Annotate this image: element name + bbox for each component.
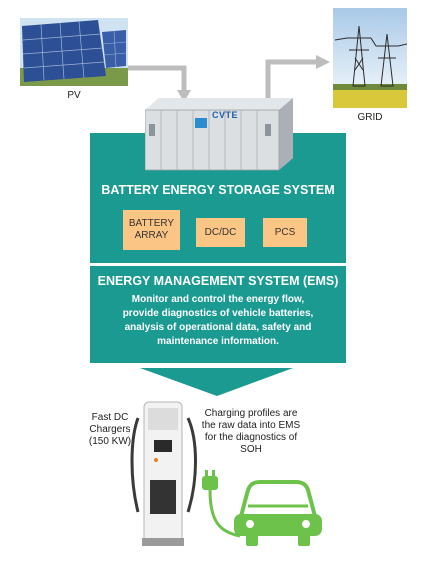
grid-tower-image	[333, 8, 407, 108]
ems-line-3: analysis of operational data, safety and	[124, 322, 312, 333]
headlight-left-icon	[246, 520, 254, 528]
charger-line-1: Fast DC	[91, 412, 129, 423]
plug-icon	[202, 470, 218, 490]
ems-line-1: Monitor and control the energy flow,	[131, 294, 305, 305]
battery-array-line1: BATTERY	[128, 218, 175, 229]
down-arrow-icon	[140, 368, 293, 396]
ems-line-2: provide diagnostics of vehicle batteries…	[122, 308, 314, 319]
pcs-module: PCS	[263, 218, 307, 247]
ems-to-charger-arrow	[140, 368, 293, 396]
ems-description: Monitor and control the energy flow, pro…	[96, 293, 340, 349]
wheel-right-icon	[298, 534, 310, 546]
grid-label: GRID	[357, 112, 383, 123]
charger-label: Fast DC Chargers (150 KW)	[80, 412, 140, 448]
electric-car-icon	[234, 480, 322, 536]
container-brand-logo: CVTE	[212, 110, 239, 120]
pv-solar-panel-image	[20, 18, 128, 86]
pv-label: PV	[67, 90, 81, 101]
profiles-line-3: for the diagnostics of	[204, 432, 298, 443]
container-display-icon	[195, 118, 207, 128]
headlight-right-icon	[302, 520, 310, 528]
bess-title: BATTERY ENERGY STORAGE SYSTEM	[101, 183, 335, 197]
charging-profiles-note: Charging profiles are the raw data into …	[186, 408, 316, 456]
battery-container-image	[145, 98, 293, 171]
pv-to-storage-arrowhead-icon	[177, 90, 191, 102]
profiles-line-2: the raw data into EMS	[201, 420, 301, 431]
cable-icon	[208, 489, 241, 538]
charger-line-3: (150 KW)	[88, 436, 132, 447]
ev-charging-illustration	[202, 470, 322, 546]
energy-management-system-panel	[90, 266, 346, 363]
ems-line-4: maintenance information.	[157, 336, 279, 347]
pcs-label: PCS	[274, 226, 296, 238]
profiles-line-1: Charging profiles are	[204, 408, 298, 419]
pylon-icon	[334, 25, 407, 87]
charger-screen-icon	[154, 440, 172, 452]
storage-to-grid-arrowhead-icon	[316, 55, 330, 69]
fast-dc-charger-image	[130, 401, 197, 546]
solar-panel-grid-icon	[22, 20, 127, 82]
energy-flow-arrows	[128, 55, 330, 102]
profiles-line-4: SOH	[240, 444, 262, 455]
charger-line-2: Chargers	[89, 424, 131, 435]
wheel-left-icon	[246, 534, 258, 546]
ems-title: ENERGY MANAGEMENT SYSTEM (EMS)	[97, 274, 339, 288]
dcdc-label: DC/DC	[204, 226, 237, 238]
charger-connector-holder-icon	[150, 480, 176, 514]
dcdc-module: DC/DC	[196, 218, 245, 247]
battery-array-line2: ARRAY	[134, 230, 169, 241]
